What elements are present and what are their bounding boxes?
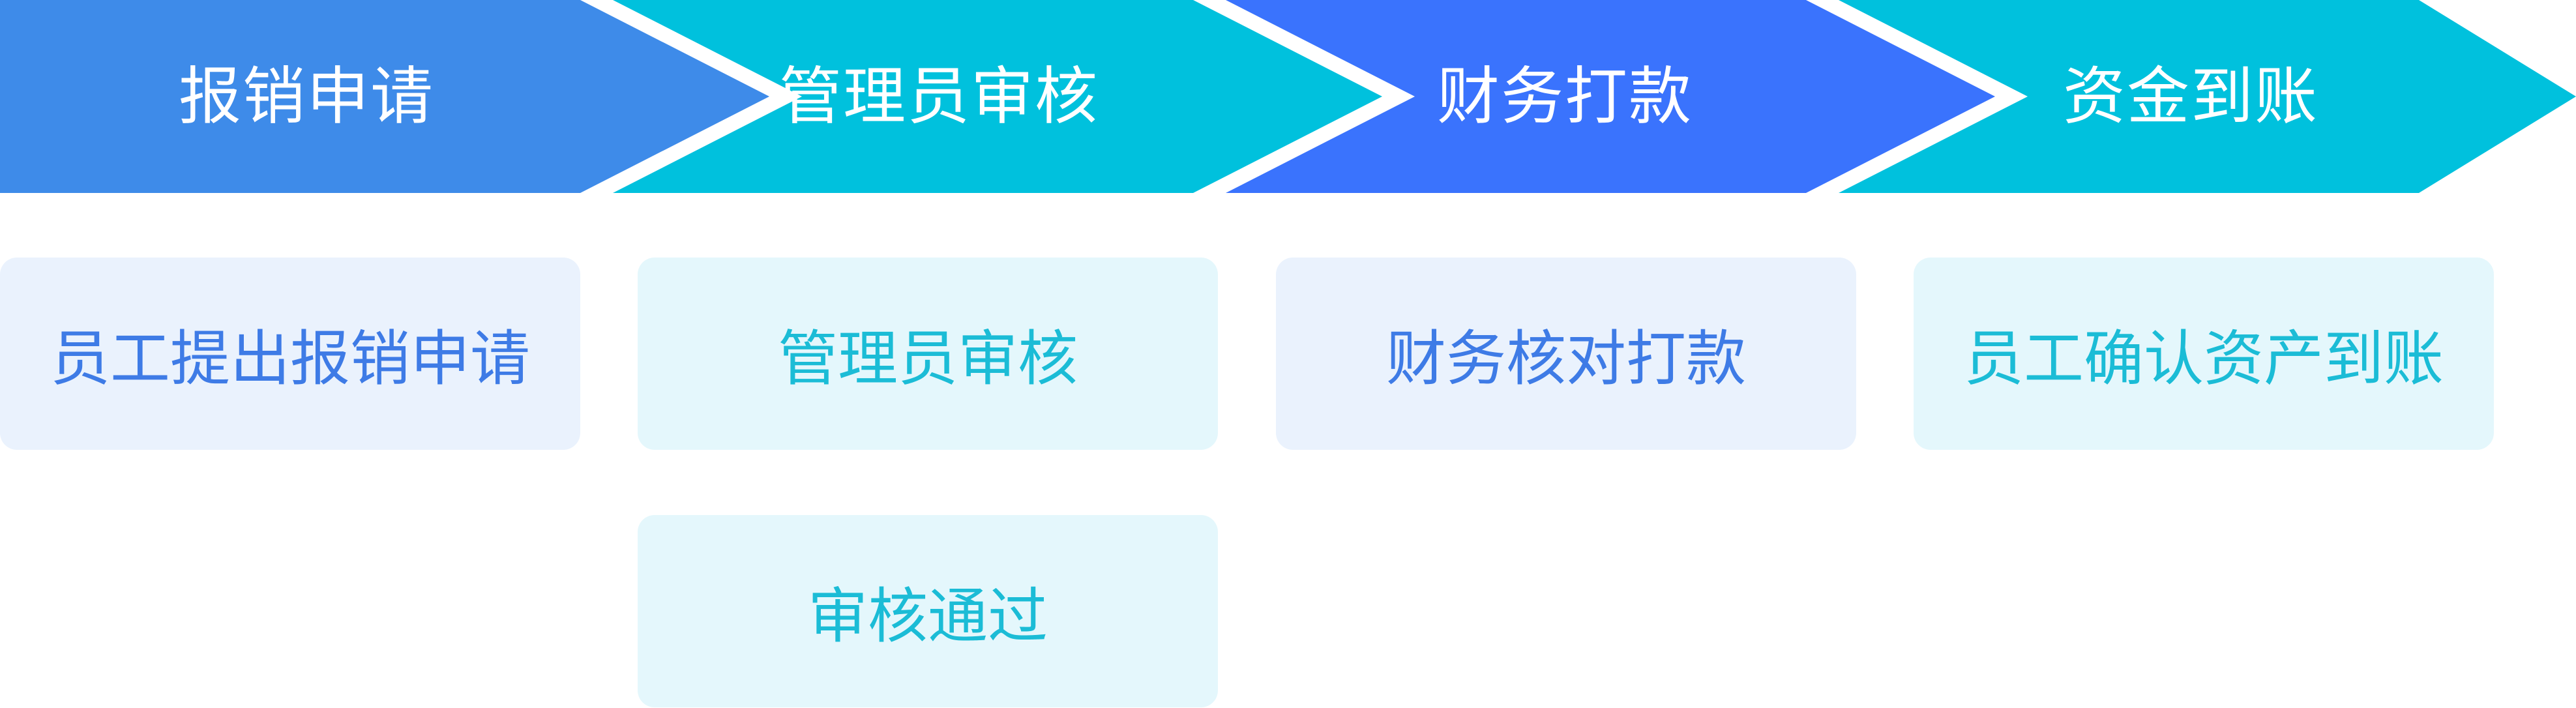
stage-arrow-admin-review: [613, 0, 1382, 193]
stage-label-finance-payment: 财务打款: [1437, 60, 1693, 133]
step-card-finance-check: 财务核对打款: [1276, 258, 1856, 450]
stage-arrow-finance-payment: [1226, 0, 1995, 193]
step-card-confirm-arrival: 员工确认资产到账: [1914, 258, 2494, 450]
process-flow-banner: [0, 0, 2576, 193]
stage-label-apply: 报销申请: [179, 60, 434, 133]
step-card-admin-review: 管理员审核: [638, 258, 1218, 450]
step-card-review-passed: 审核通过: [638, 515, 1218, 707]
step-card-apply: 员工提出报销申请: [0, 258, 580, 450]
stage-arrow-funds-arrival: [1839, 0, 2576, 193]
stage-arrow-apply: [0, 0, 769, 193]
stage-label-funds-arrival: 资金到账: [2063, 60, 2318, 133]
stage-label-admin-review: 管理员审核: [779, 60, 1099, 133]
